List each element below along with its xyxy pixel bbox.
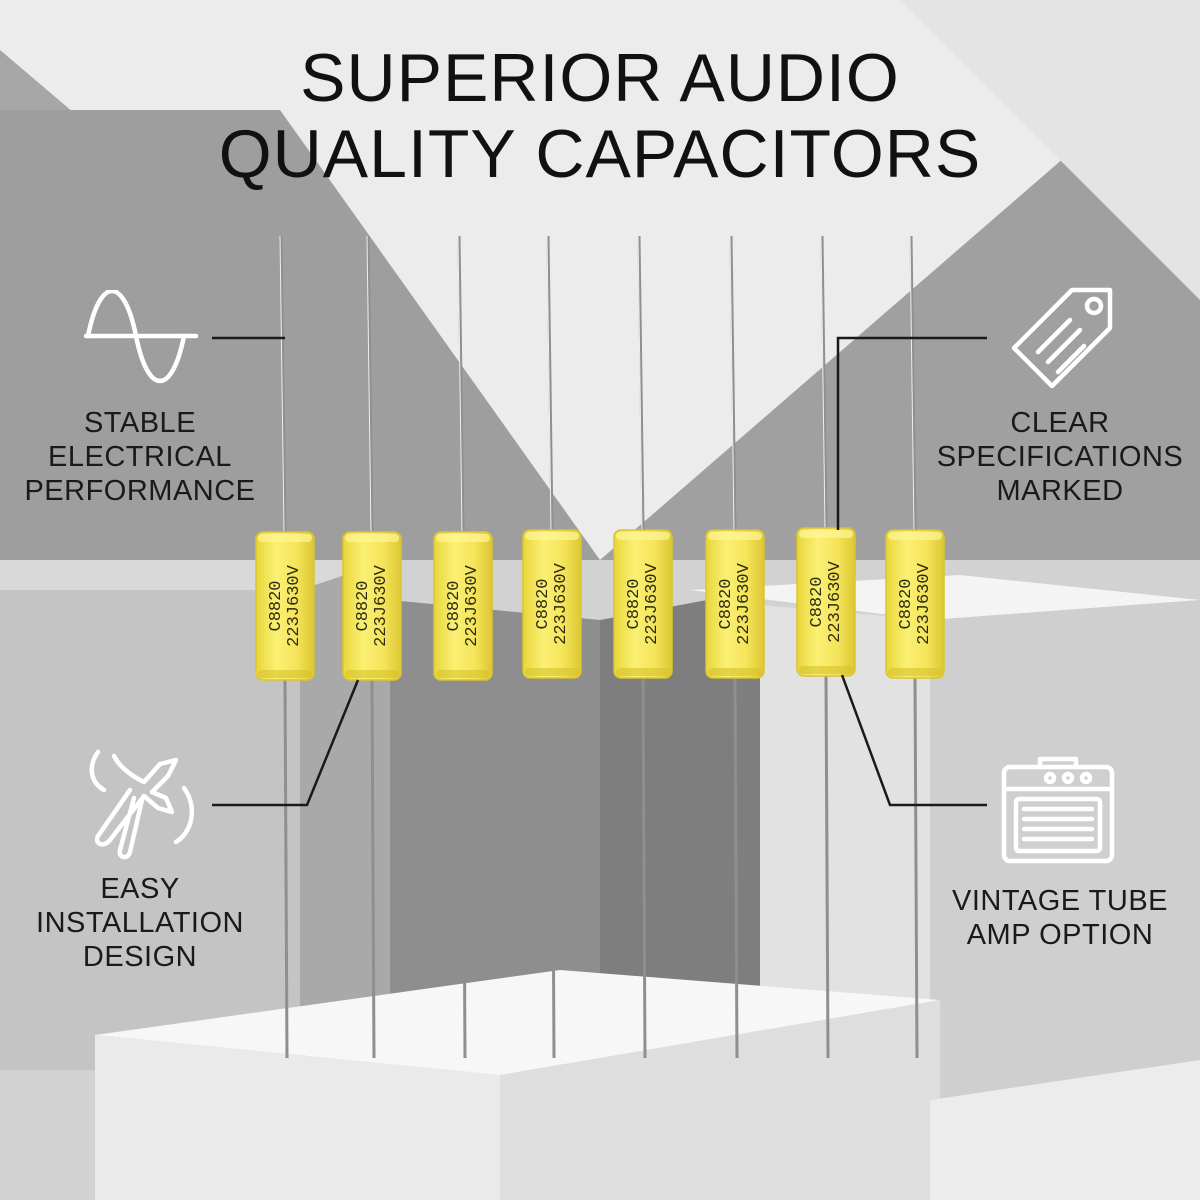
headline-line-2: QUALITY CAPACITORS xyxy=(218,116,982,192)
feature-clear-specifications: CLEAR SPECIFICATIONS MARKED xyxy=(936,407,1184,507)
feature-stable-performance: STABLE ELECTRICAL PERFORMANCE xyxy=(24,407,256,507)
feature-vintage-tube-amp: VINTAGE TUBE AMP OPTION xyxy=(951,885,1169,951)
headline-line-1: SUPERIOR AUDIO xyxy=(300,40,900,116)
feature-easy-installation: EASY INSTALLATION DESIGN xyxy=(36,873,244,973)
headline: SUPERIOR AUDIO QUALITY CAPACITORS xyxy=(0,40,1200,192)
sine-wave-icon xyxy=(84,290,199,383)
price-tag-icon xyxy=(1011,287,1113,389)
pliers-icon xyxy=(89,749,194,860)
amplifier-icon xyxy=(1001,756,1115,864)
